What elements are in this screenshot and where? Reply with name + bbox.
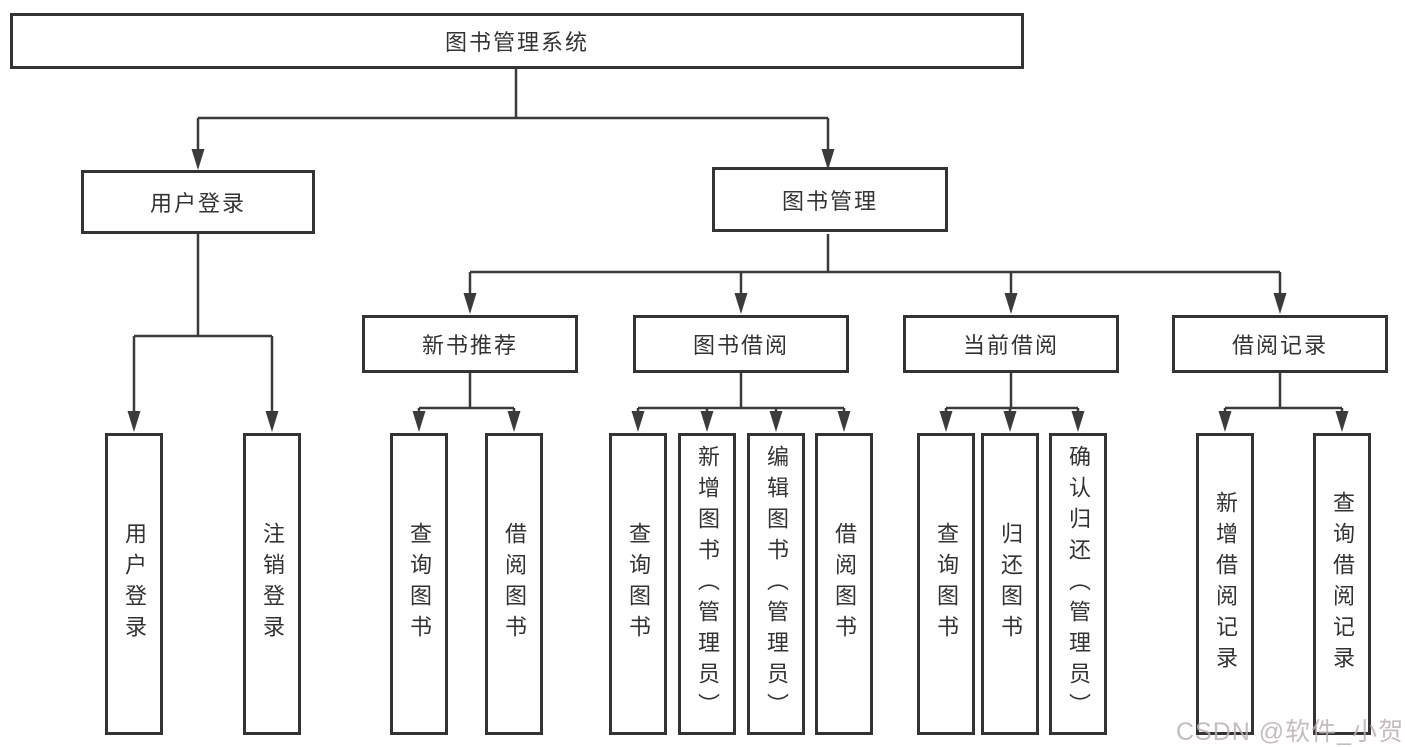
node-current-borrow: 当前借阅: [903, 315, 1119, 373]
node-root: 图书管理系统: [10, 13, 1024, 69]
leaf-user-login-label: 用户登录: [122, 522, 147, 646]
node-borrow-records: 借阅记录: [1172, 315, 1388, 373]
node-user-login-label: 用户登录: [149, 191, 246, 216]
leaf-confirm-return-admin-label: 确认归还（管理员）: [1066, 444, 1091, 724]
leaf-query-books-1-label: 查询图书: [407, 522, 432, 646]
node-user-login: 用户登录: [81, 170, 315, 234]
node-root-label: 图书管理系统: [444, 30, 589, 55]
leaf-logout: 注销登录: [243, 433, 301, 735]
leaf-borrow-books-2-label: 借阅图书: [832, 522, 857, 646]
leaf-add-borrow-record: 新增借阅记录: [1196, 433, 1254, 735]
node-book-borrow: 图书借阅: [633, 315, 849, 373]
node-book-management-label: 图书管理: [781, 188, 878, 214]
leaf-query-books-2: 查询图书: [609, 433, 667, 735]
leaf-confirm-return-admin: 确认归还（管理员）: [1049, 433, 1107, 735]
node-book-management: 图书管理: [712, 167, 948, 232]
leaf-logout-label: 注销登录: [260, 522, 285, 646]
leaf-edit-books-admin-label: 编辑图书（管理员）: [764, 444, 789, 724]
leaf-borrow-books-1-label: 借阅图书: [502, 522, 527, 646]
leaf-edit-books-admin: 编辑图书（管理员）: [747, 433, 805, 735]
node-new-book-recommend-label: 新书推荐: [421, 333, 518, 358]
leaf-return-books-label: 归还图书: [998, 522, 1023, 646]
leaf-add-books-admin: 新增图书（管理员）: [678, 433, 736, 735]
node-new-book-recommend: 新书推荐: [362, 315, 578, 373]
leaf-query-books-3: 查询图书: [917, 433, 975, 735]
leaf-return-books: 归还图书: [981, 433, 1039, 735]
leaf-query-books-3-label: 查询图书: [934, 522, 959, 646]
leaf-add-borrow-record-label: 新增借阅记录: [1213, 491, 1238, 677]
node-book-borrow-label: 图书借阅: [692, 333, 789, 358]
leaf-add-books-admin-label: 新增图书（管理员）: [695, 444, 720, 724]
leaf-user-login: 用户登录: [105, 433, 163, 735]
leaf-query-books-2-label: 查询图书: [626, 522, 651, 646]
leaf-borrow-books-2: 借阅图书: [815, 433, 873, 735]
leaf-query-borrow-record: 查询借阅记录: [1313, 433, 1371, 735]
node-borrow-records-label: 借阅记录: [1231, 333, 1328, 358]
node-current-borrow-label: 当前借阅: [962, 333, 1059, 358]
watermark: CSDN @软件_小贺同学: [1176, 718, 1405, 746]
leaf-borrow-books-1: 借阅图书: [485, 433, 543, 735]
leaf-query-books-1: 查询图书: [390, 433, 448, 735]
leaf-query-borrow-record-label: 查询借阅记录: [1330, 491, 1355, 677]
